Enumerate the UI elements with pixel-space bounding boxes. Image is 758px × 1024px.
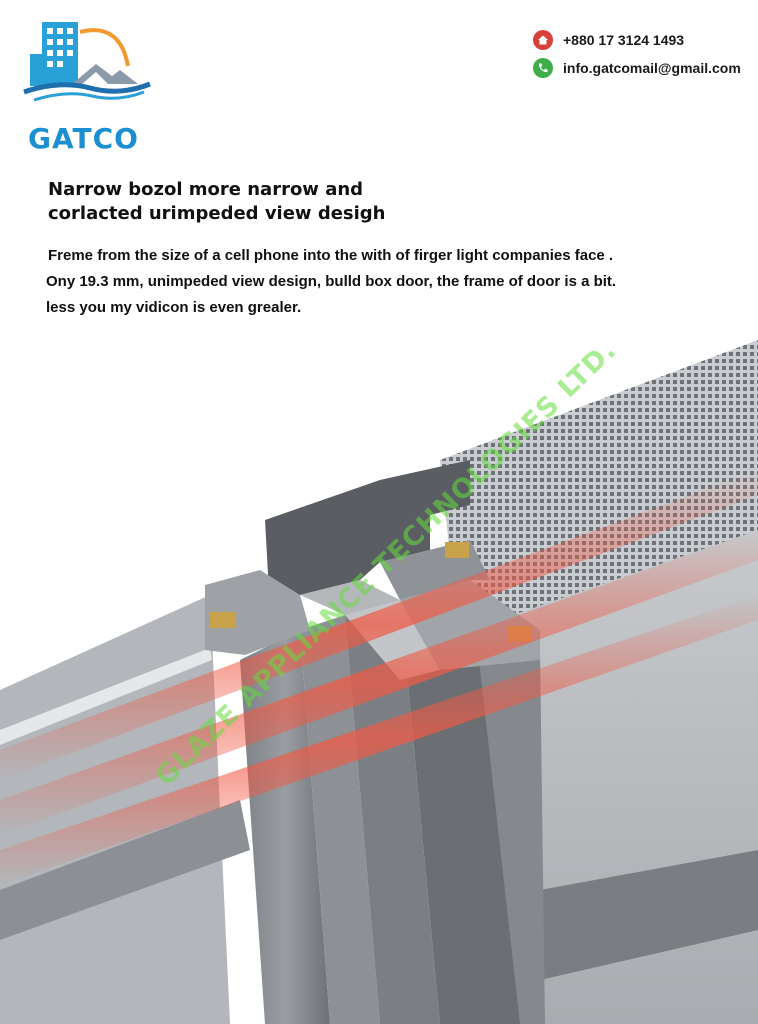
home-icon (533, 30, 553, 50)
contact-phone-row: +880 17 3124 1493 (533, 28, 741, 52)
contact-email-row: info.gatcomail@gmail.com (533, 56, 741, 80)
contact-info: +880 17 3124 1493 info.gatcomail@gmail.c… (533, 28, 741, 84)
window-frame-cross-section-image (0, 340, 758, 1024)
phone-icon (533, 58, 553, 78)
contact-email[interactable]: info.gatcomail@gmail.com (563, 60, 741, 76)
description: Freme from the size of a cell phone into… (46, 246, 726, 324)
description-line-3: less you my vidicon is even grealer. (46, 299, 302, 316)
logo-wordmark: GATCO (28, 122, 139, 155)
logo-graphic (23, 22, 151, 102)
company-logo: GATCO (20, 18, 155, 155)
description-line-1: Freme from the size of a cell phone into… (48, 247, 614, 264)
description-line-2: Ony 19.3 mm, unimpeded view design, bull… (46, 273, 617, 290)
headline-line-1: Narrow bozol more narrow and (48, 179, 364, 200)
headline: Narrow bozol more narrow and corlacted u… (48, 178, 468, 226)
contact-phone[interactable]: +880 17 3124 1493 (563, 32, 685, 48)
headline-line-2: corlacted urimpeded view desigh (48, 203, 386, 224)
